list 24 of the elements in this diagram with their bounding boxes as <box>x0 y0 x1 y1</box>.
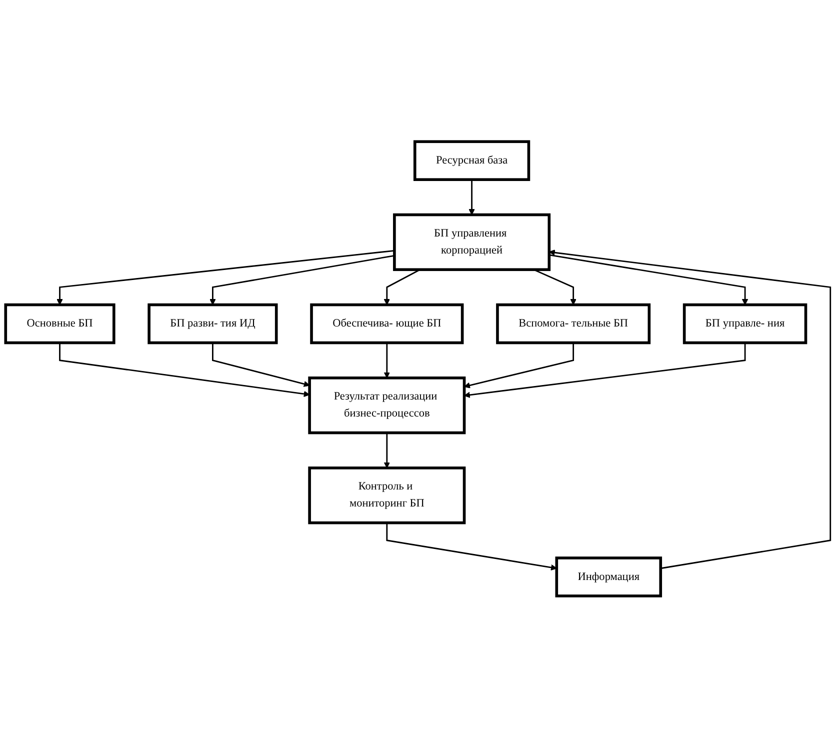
node-box: Ресурсная база <box>413 140 530 181</box>
node-box: Обеспечива- ющие БП <box>310 303 464 344</box>
node-box: Основные БП <box>4 303 116 344</box>
arrow <box>384 432 390 468</box>
node-box: Вспомога- тельные БП <box>496 303 651 344</box>
arrow <box>56 250 394 305</box>
node-box: Результат реализации бизнес-процессов <box>308 376 466 434</box>
node-box: БП управления корпорацией <box>393 213 551 271</box>
arrow <box>210 254 395 305</box>
arrow <box>548 249 832 569</box>
arrow <box>549 254 748 305</box>
arrow <box>533 268 576 305</box>
arrow <box>464 342 746 398</box>
arrow <box>212 342 310 387</box>
arrow <box>384 268 420 305</box>
node-box: Информация <box>555 556 662 598</box>
arrow <box>464 342 574 388</box>
node-box: БП разви- тия ИД <box>148 303 278 344</box>
arrow <box>468 179 475 215</box>
node-box: БП управле- ния <box>682 303 808 344</box>
arrow <box>59 342 310 397</box>
arrow <box>384 342 390 378</box>
node-box: Контроль и мониторинг БП <box>308 466 466 524</box>
arrow <box>386 522 557 570</box>
